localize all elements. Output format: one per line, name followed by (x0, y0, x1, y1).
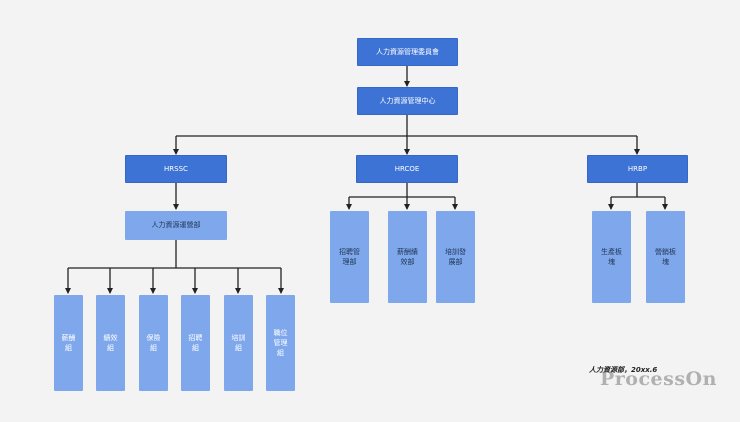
ssc-group-4-line-1: 招聘 (188, 333, 203, 342)
bp-unit-2-line-1: 營銷板 (655, 247, 676, 256)
bp-unit-1-line-2: 塊 (608, 258, 615, 266)
bp-unit-2-line-2: 塊 (662, 258, 669, 266)
node-ops-dept-label: 人力資源運營部 (151, 221, 201, 230)
ssc-group-2-line-1: 績效 (103, 333, 118, 342)
ssc-group-3-line-2: 組 (150, 344, 157, 352)
coe-dept-2-line-1: 薪酬績 (397, 247, 418, 256)
ssc-group-6-line-2: 管理 (273, 338, 288, 347)
coe-dept-3-line-2: 展部 (448, 258, 463, 266)
coe-dept-3-line-1: 培訓發 (445, 247, 466, 256)
node-ssc-group-2[interactable]: 績效 組 (96, 295, 125, 391)
ssc-group-3-line-1: 保險 (146, 333, 161, 342)
ssc-group-5-line-2: 組 (235, 344, 242, 352)
coe-dept-1-line-2: 理部 (342, 258, 357, 266)
node-center[interactable]: 人力資源管理中心 (357, 87, 458, 115)
node-hrbp-label: HRBP (627, 164, 648, 173)
node-coe-dept-3[interactable]: 培訓發 展部 (436, 211, 475, 303)
node-center-label: 人力資源管理中心 (379, 96, 436, 105)
node-ssc-group-1[interactable]: 薪酬 組 (54, 295, 83, 391)
node-hrssc[interactable]: HRSSC (125, 155, 227, 183)
node-hrssc-label: HRSSC (164, 164, 188, 173)
ssc-group-5-line-1: 培訓 (231, 333, 246, 342)
node-hrbp[interactable]: HRBP (587, 155, 688, 183)
node-committee[interactable]: 人力資源管理委員會 (357, 38, 458, 66)
node-ssc-group-4[interactable]: 招聘 組 (181, 295, 210, 391)
node-coe-dept-1[interactable]: 招聘管 理部 (330, 211, 369, 303)
bp-unit-1-line-1: 生產板 (601, 247, 622, 256)
node-ops-dept[interactable]: 人力資源運營部 (125, 211, 227, 240)
ssc-group-4-line-2: 組 (192, 344, 199, 352)
node-committee-label: 人力資源管理委員會 (376, 47, 439, 56)
node-bp-unit-2[interactable]: 營銷板 塊 (646, 211, 685, 303)
node-ssc-group-3[interactable]: 保險 組 (139, 295, 168, 391)
ssc-group-6-line-1: 職位 (273, 328, 288, 337)
node-bp-unit-1[interactable]: 生產板 塊 (592, 211, 631, 303)
footer-note: 人力資源部，20xx.6 (589, 366, 658, 374)
node-ssc-group-6[interactable]: 職位 管理 組 (266, 295, 295, 391)
node-hrcoe-label: HRCOE (394, 164, 420, 173)
ssc-group-2-line-2: 組 (107, 344, 114, 352)
node-hrcoe[interactable]: HRCOE (356, 155, 458, 183)
ssc-group-1-line-2: 組 (65, 344, 72, 352)
coe-dept-2-line-2: 效部 (400, 258, 415, 266)
ssc-group-1-line-1: 薪酬 (61, 333, 76, 342)
node-coe-dept-2[interactable]: 薪酬績 效部 (388, 211, 427, 303)
coe-dept-1-line-1: 招聘管 (339, 247, 360, 256)
node-ssc-group-5[interactable]: 培訓 組 (224, 295, 253, 391)
ssc-group-6-line-3: 組 (277, 349, 284, 358)
watermark-logo: ProcessOn (600, 368, 717, 390)
